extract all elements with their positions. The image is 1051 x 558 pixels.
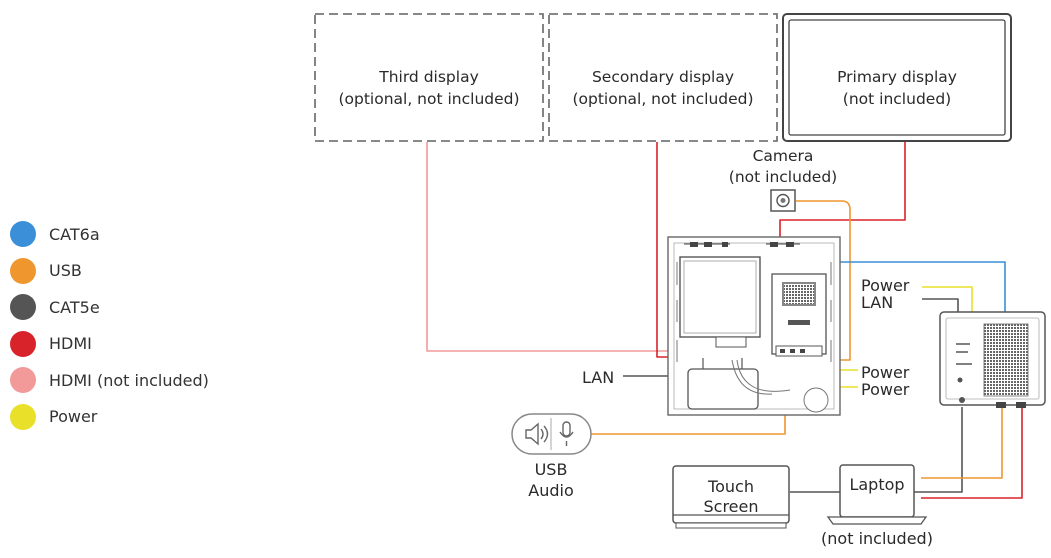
right-unit: [939, 311, 1046, 408]
legend-label: CAT6a: [49, 224, 100, 244]
touch-screen-device: [672, 465, 790, 529]
legend-item-cat6a: CAT6a: [10, 216, 250, 253]
legend-swatch: [10, 221, 36, 248]
cable-usb-laptop: [921, 408, 1003, 479]
camera-note: (not included): [729, 168, 837, 186]
usb-audio-device: [511, 413, 592, 455]
usb-audio-sublabel: Audio: [528, 481, 573, 500]
lan-left-label: LAN: [582, 368, 614, 387]
touch-screen-label: Touch: [707, 477, 754, 496]
laptop-device: [826, 464, 928, 525]
legend-item-hdmi: HDMI: [10, 326, 250, 363]
cable-lan-right: [922, 298, 959, 313]
legend-label: Power: [49, 407, 98, 427]
legend-label: HDMI (not included): [49, 370, 209, 390]
primary-display-label: Primary display: [837, 68, 957, 86]
laptop-label: Laptop: [849, 475, 904, 494]
legend-swatch: [10, 330, 36, 357]
primary-display-screen: [788, 19, 1006, 136]
legend-swatch: [10, 367, 36, 394]
touch-screen-sublabel: Screen: [703, 497, 758, 516]
cable-power-right: [922, 286, 973, 313]
camera-label: Camera: [753, 147, 814, 165]
secondary-display-box: [548, 13, 778, 142]
legend-item-cat5e: CAT5e: [10, 289, 250, 326]
speaker-icon: [525, 422, 549, 446]
third-display-box: [314, 13, 544, 142]
legend-swatch: [10, 257, 36, 284]
secondary-display-label: Secondary display: [592, 68, 734, 86]
legend: CAT6a USB CAT5e HDMI HDMI (not included)…: [10, 216, 250, 435]
legend-label: HDMI: [49, 334, 92, 354]
power-label-1: Power: [861, 363, 910, 382]
secondary-display-note: (optional, not included): [572, 90, 753, 108]
primary-display-note: (not included): [843, 90, 951, 108]
cable-hdmi-laptop: [921, 408, 1023, 499]
lan-right-label: LAN: [861, 293, 893, 312]
legend-item-hdmi-not-included: HDMI (not included): [10, 362, 250, 399]
microphone-icon: [559, 421, 574, 446]
legend-item-usb: USB: [10, 253, 250, 290]
camera-icon: [770, 189, 796, 212]
power-label-2: Power: [861, 380, 910, 399]
mounting-plate: [667, 236, 841, 416]
legend-label: CAT5e: [49, 297, 100, 317]
third-display-note: (optional, not included): [338, 90, 519, 108]
legend-swatch: [10, 294, 36, 321]
power-right-label: Power: [861, 276, 910, 295]
usb-audio-label: USB: [535, 460, 568, 479]
laptop-note: (not included): [821, 529, 933, 548]
legend-label: USB: [49, 261, 82, 281]
legend-swatch: [10, 403, 36, 430]
cable-usb-camera: [796, 200, 851, 361]
legend-item-power: Power: [10, 399, 250, 436]
third-display-label: Third display: [378, 68, 479, 86]
cable-hdmi-third-display: [426, 142, 696, 352]
